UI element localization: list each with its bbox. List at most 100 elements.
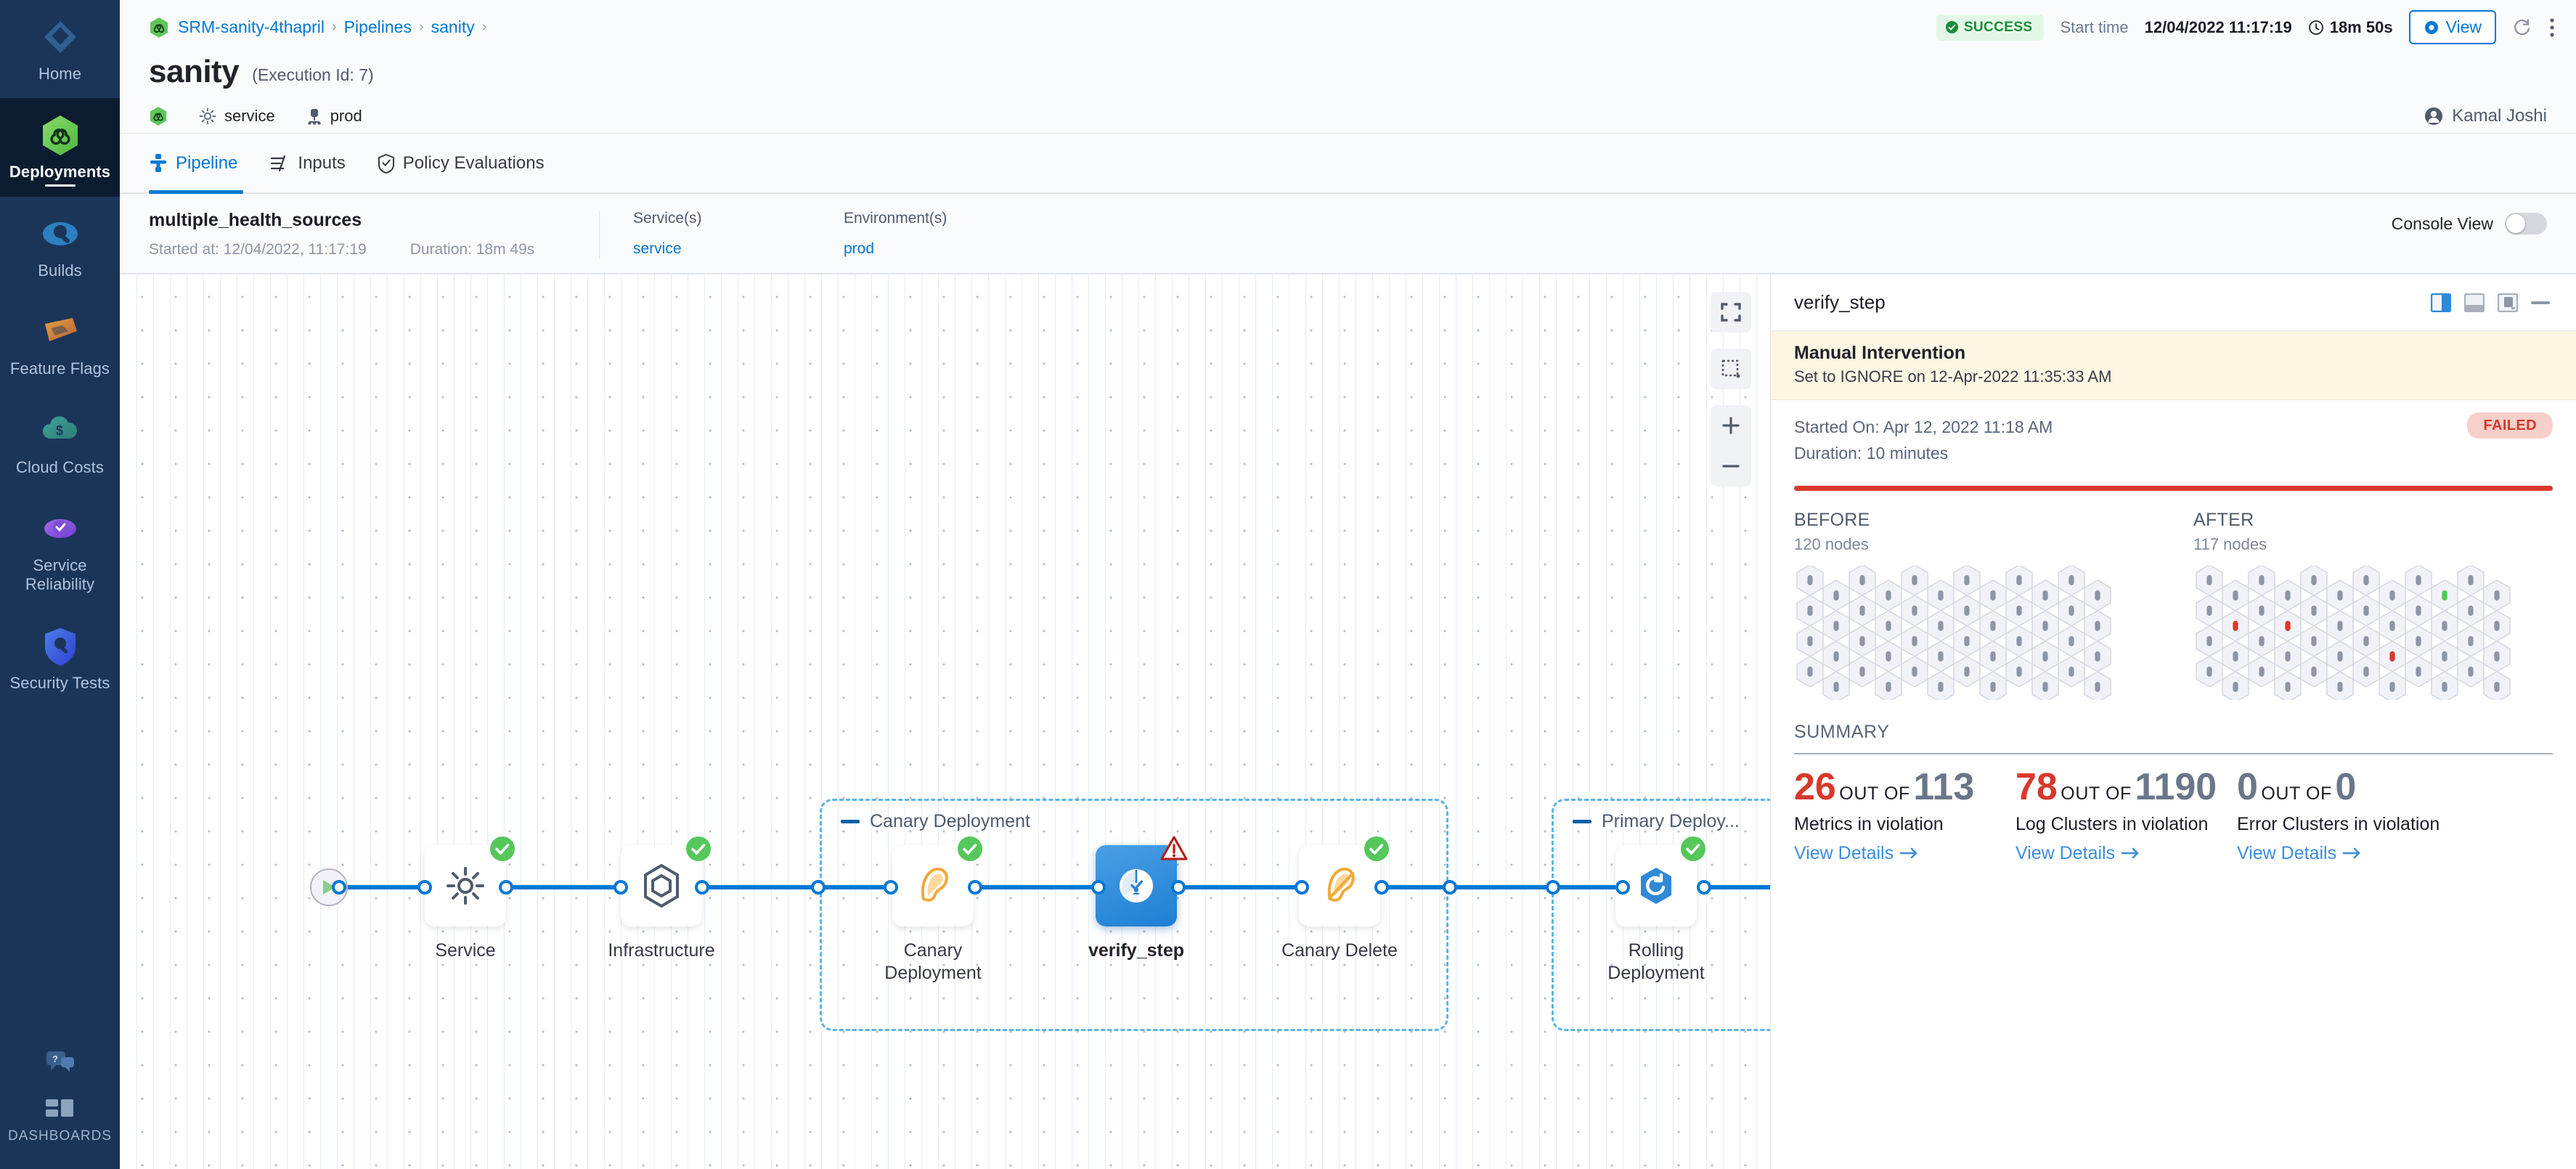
breadcrumb-item-sanity[interactable]: sanity — [431, 17, 475, 36]
sidebar-item-security-tests[interactable]: Security Tests — [0, 609, 120, 707]
node-card[interactable] — [425, 836, 515, 926]
refresh-icon[interactable] — [2512, 17, 2532, 38]
execution-summary-sub: Started at: 12/04/2022, 11:17:19 Duratio… — [149, 241, 584, 258]
duration-value: 18m 50s — [2329, 17, 2393, 36]
summary-item-error-clusters: 0 OUT OF 0 Error Clusters in violation V… — [2237, 767, 2458, 864]
more-vertical-icon[interactable] — [2548, 17, 2556, 38]
pipeline-canvas[interactable]: Canary Deployment Primary Deploy... — [120, 274, 1770, 1169]
breadcrumb-item-project[interactable]: SRM-sanity-4thapril — [178, 17, 325, 36]
tab-label: Policy Evaluations — [402, 152, 545, 173]
sidebar-item-label: Builds — [38, 261, 82, 280]
top-bar: SRM-sanity-4thapril › Pipelines › sanity… — [120, 0, 2576, 54]
sidebar-item-home[interactable]: Home — [0, 0, 120, 98]
group-canary-deployment[interactable]: Canary Deployment — [820, 799, 1448, 1031]
zoom-in-icon[interactable] — [1711, 405, 1751, 446]
environment-name: prod — [330, 107, 362, 125]
summary-out-of-label: OUT OF — [1839, 783, 1910, 804]
step-meta-row: Started On: Apr 12, 2022 11:18 AM Durati… — [1794, 412, 2553, 470]
sidebar-item-feature-flags[interactable]: Feature Flags — [0, 295, 120, 393]
node-card[interactable] — [892, 836, 982, 926]
console-view-toggle[interactable] — [2505, 213, 2547, 235]
edge-infra-canary — [701, 885, 889, 889]
node-card[interactable] — [1299, 836, 1389, 926]
tab-pipeline[interactable]: Pipeline — [149, 134, 253, 194]
edge-delete-rolling — [1380, 885, 1620, 889]
group-label-text: Primary Deploy... — [1602, 811, 1740, 831]
select-area-icon[interactable] — [1711, 349, 1751, 389]
collapse-dash-icon[interactable] — [841, 820, 860, 823]
service-chip[interactable]: service — [198, 107, 275, 126]
sidebar-item-dashboards[interactable]: DASHBOARDS — [0, 1088, 120, 1169]
tab-policy-evaluations[interactable]: Policy Evaluations — [362, 134, 561, 192]
summary-item-log-clusters: 78 OUT OF 1190 Log Clusters in violation… — [2015, 767, 2237, 864]
view-button[interactable]: View — [2408, 10, 2496, 44]
services-value[interactable]: service — [633, 240, 682, 257]
view-details-label: View Details — [2015, 842, 2116, 863]
deployments-hexagon-icon — [38, 114, 83, 156]
view-details-link[interactable]: View Details — [2237, 843, 2362, 864]
breadcrumb-item-pipelines[interactable]: Pipelines — [343, 17, 412, 36]
port — [1374, 880, 1389, 895]
before-node-count: 120 nodes — [1794, 535, 1869, 553]
sidebar-item-builds[interactable]: Builds — [0, 197, 120, 295]
summary-total: 0 — [2335, 766, 2357, 808]
node-rolling-deployment[interactable]: Rolling Deployment — [1607, 836, 1705, 985]
after-header: AFTER — [2193, 510, 2254, 530]
summary-out-of-label: OUT OF — [2061, 783, 2132, 804]
sidebar-item-service-reliability[interactable]: Service Reliability — [0, 492, 120, 609]
sidebar-item-cloud-costs[interactable]: $ Cloud Costs — [0, 394, 120, 492]
summary-caption: Log Clusters in violation — [2015, 813, 2209, 834]
stage-name: multiple_health_sources — [149, 210, 362, 230]
view-details-link[interactable]: View Details — [2015, 843, 2140, 864]
node-canary-delete[interactable]: Canary Delete — [1281, 836, 1398, 962]
minimize-icon[interactable] — [2531, 301, 2550, 304]
breadcrumb-separator: › — [418, 19, 424, 35]
node-verify-step[interactable]: verify_step — [1088, 836, 1188, 962]
summary-caption: Error Clusters in violation — [2237, 813, 2440, 834]
view-details-link[interactable]: View Details — [1794, 843, 1919, 864]
environments-value[interactable]: prod — [844, 240, 875, 257]
node-canary-deployment[interactable]: Canary Deployment — [884, 836, 982, 985]
port — [332, 880, 346, 895]
summary-violations: 26 — [1794, 766, 1836, 808]
sidebar-item-label: Security Tests — [9, 673, 110, 692]
before-column: BEFORE 120 nodes — [1794, 510, 2135, 700]
sidebar-item-label: Service Reliability — [25, 555, 95, 594]
group-primary-deployment[interactable]: Primary Deploy... — [1552, 799, 1770, 1031]
zoom-out-icon[interactable] — [1711, 446, 1751, 486]
feature-flags-icon — [38, 311, 83, 353]
arrow-right-icon — [2343, 847, 2362, 860]
group-label: Canary Deployment — [841, 811, 1030, 832]
node-infrastructure[interactable]: Infrastructure — [608, 836, 715, 962]
sidebar-item-label: Feature Flags — [9, 359, 110, 378]
details-panel-controls — [2430, 293, 2550, 312]
node-card[interactable] — [1096, 836, 1188, 926]
services-header: Service(s) — [633, 210, 702, 227]
node-label: verify_step — [1088, 940, 1185, 961]
help-button[interactable]: ? — [0, 1026, 120, 1088]
fit-to-screen-icon[interactable] — [1711, 292, 1751, 333]
page-title-row: sanity (Execution Id: 7) — [120, 54, 2576, 88]
summary-violations: 78 — [2015, 766, 2058, 808]
panel-bottom-icon[interactable] — [2463, 293, 2485, 312]
port — [695, 880, 709, 895]
node-card[interactable] — [621, 836, 711, 926]
step-meta: Started On: Apr 12, 2022 11:18 AM Durati… — [1794, 418, 2053, 470]
collapse-dash-icon[interactable] — [1573, 820, 1591, 823]
arrow-right-icon — [1900, 847, 1919, 860]
panel-float-icon[interactable] — [2497, 293, 2519, 312]
user-profile[interactable]: Kamal Joshi — [2424, 106, 2547, 126]
sidebar-item-deployments[interactable]: Deployments — [0, 98, 120, 197]
status-success-icon — [685, 836, 712, 862]
node-service[interactable]: Service — [425, 836, 515, 962]
tab-inputs[interactable]: Inputs — [253, 134, 361, 192]
summary-total: 113 — [1913, 766, 1975, 808]
summary-total: 1190 — [2135, 766, 2217, 808]
breadcrumb-separator: › — [481, 19, 487, 35]
active-indicator — [44, 184, 76, 187]
user-name: Kamal Joshi — [2452, 106, 2547, 126]
panel-right-icon[interactable] — [2430, 293, 2452, 312]
builds-icon — [38, 213, 83, 255]
rolling-deployment-icon — [1637, 865, 1676, 906]
environment-chip[interactable]: prod — [306, 107, 362, 126]
